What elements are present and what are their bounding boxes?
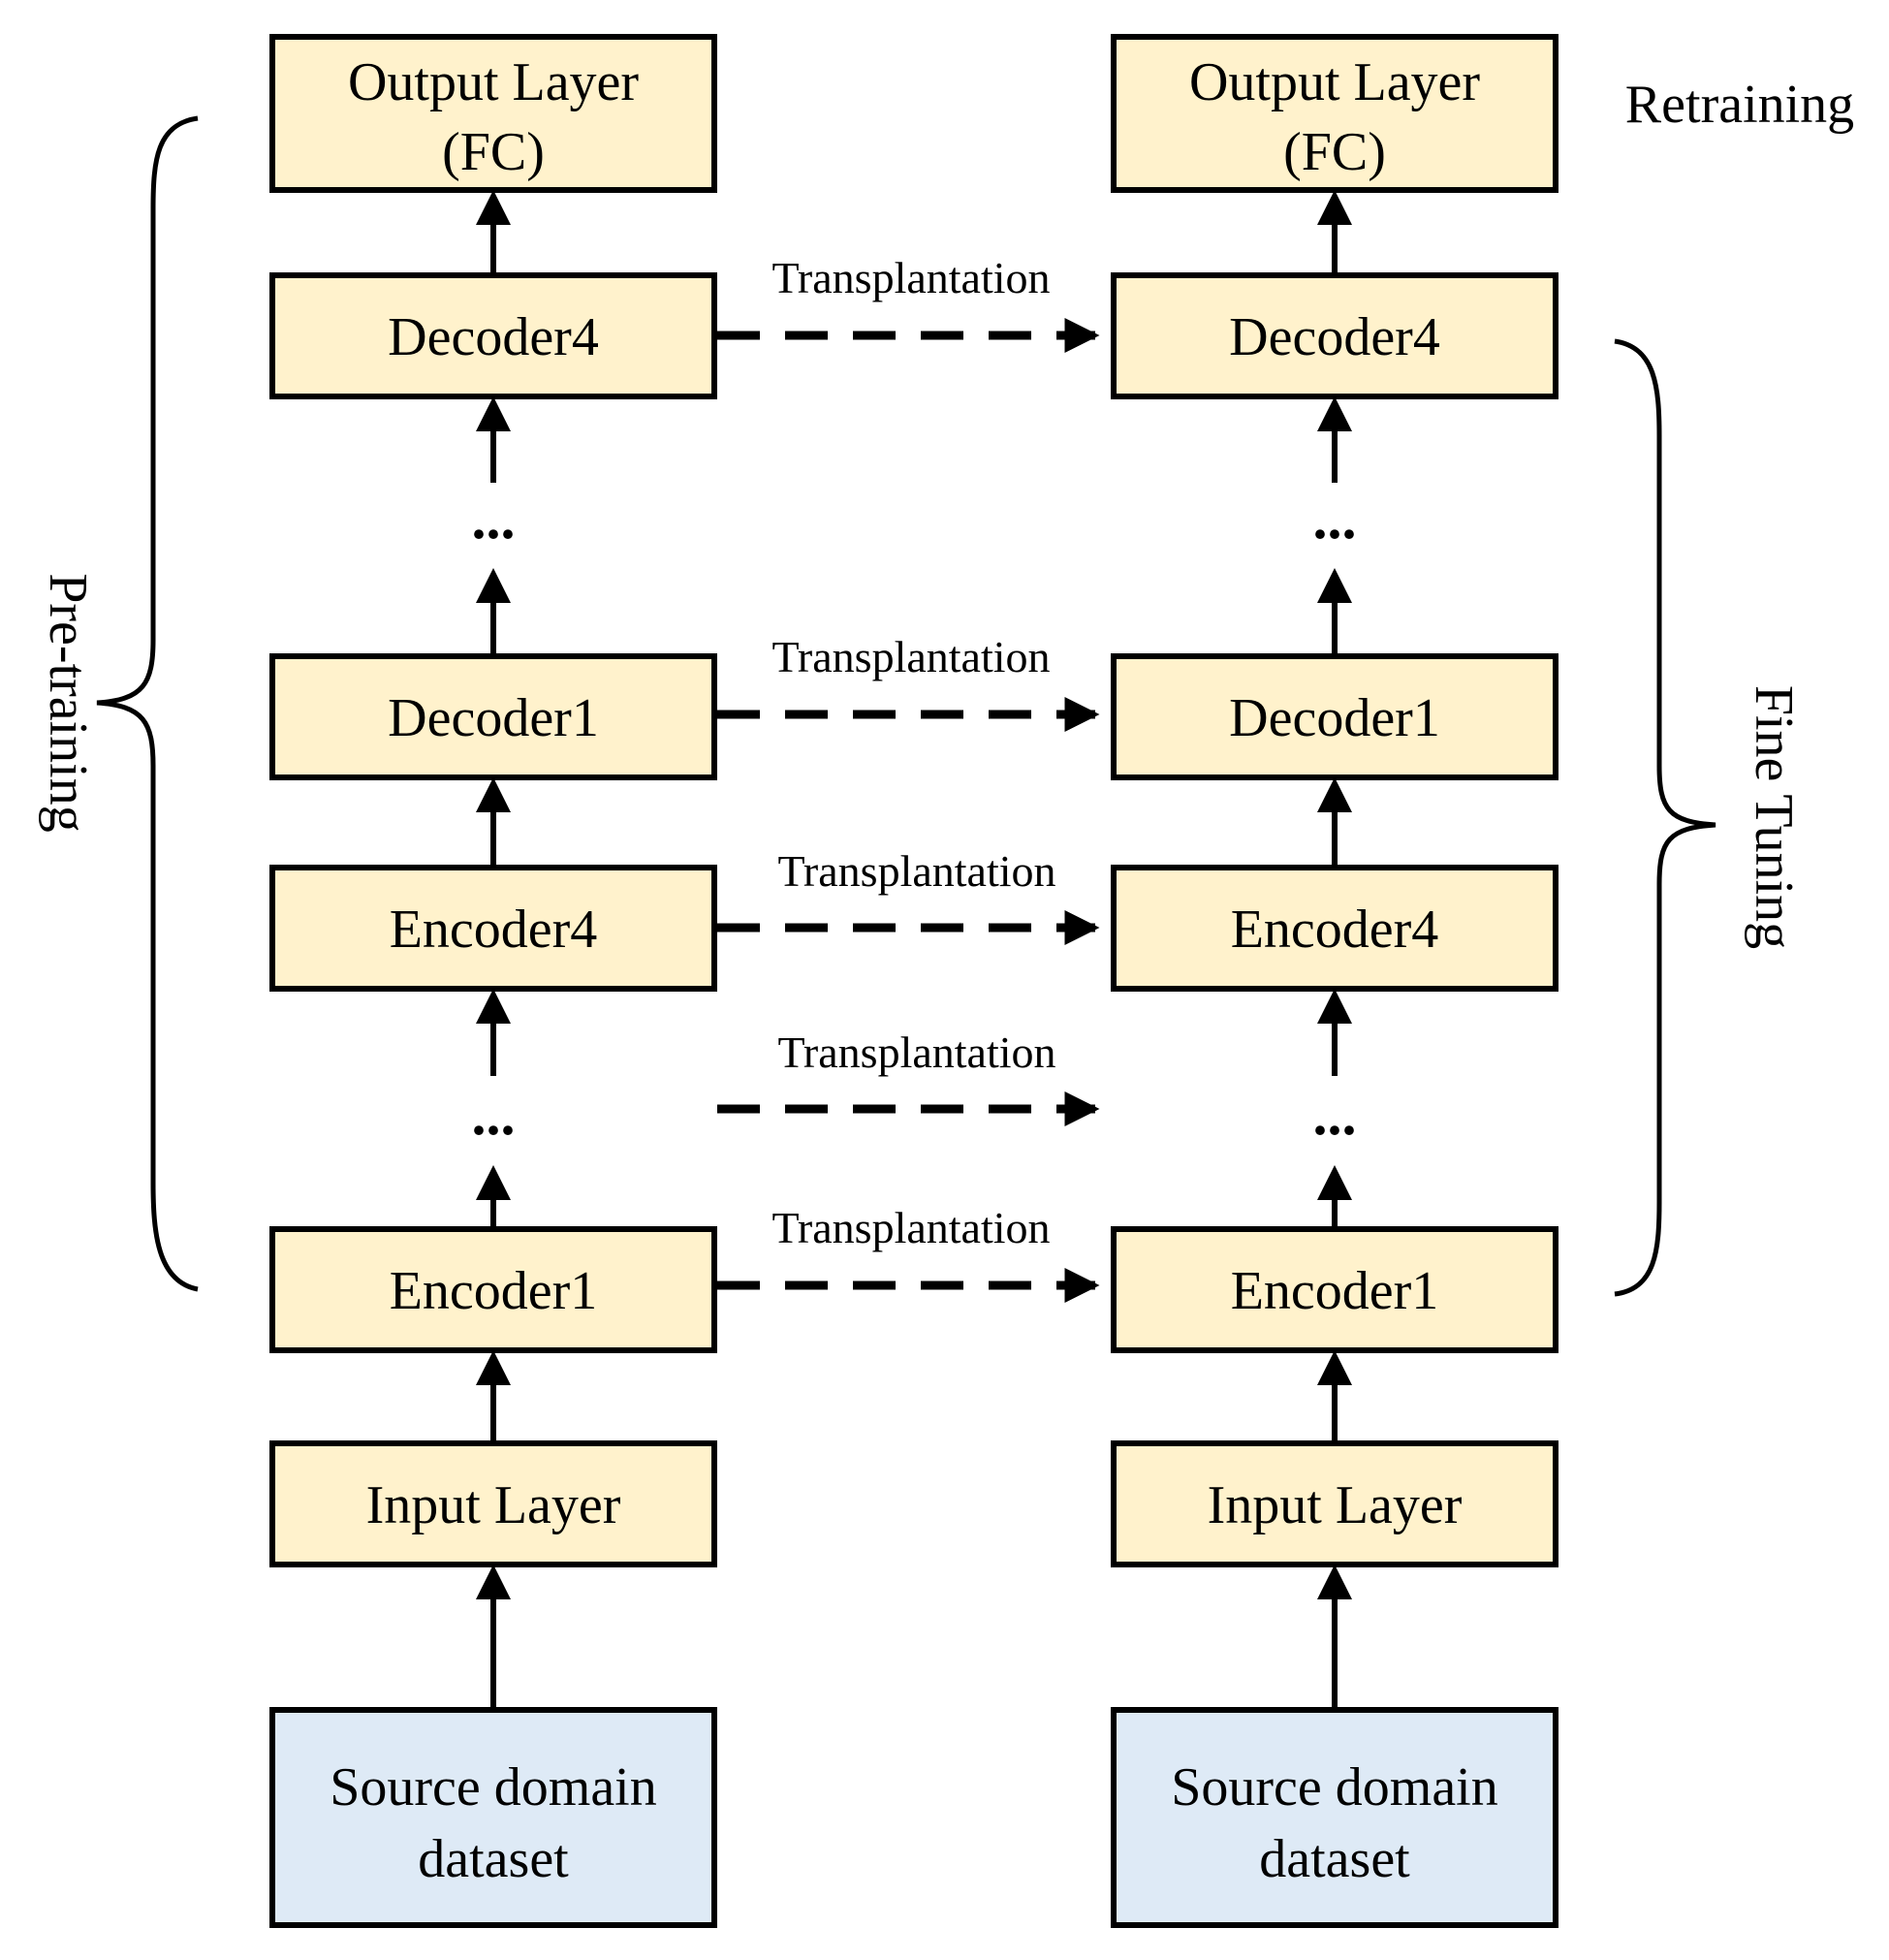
pretraining-brace — [96, 115, 199, 1292]
transplant-label-encoder1: Transplantation — [771, 1203, 1050, 1252]
transplant-label-encoder4: Transplantation — [777, 846, 1055, 896]
left-decoder1-box: Decoder1 — [269, 653, 717, 780]
left-encoder1-label: Encoder1 — [390, 1261, 598, 1321]
right-output-layer-label-line1: Output Layer — [1189, 52, 1480, 112]
right-output-layer-label-line2: (FC) — [1283, 122, 1386, 182]
right-input-layer-label: Input Layer — [1208, 1475, 1463, 1535]
left-decoder4-box: Decoder4 — [269, 272, 717, 399]
fine-tuning-label: Fine Tuning — [1744, 685, 1804, 949]
transplant-label-middle: Transplantation — [777, 1027, 1055, 1077]
right-upper-ellipsis: ... — [1313, 487, 1357, 551]
right-lower-ellipsis: ... — [1313, 1083, 1357, 1147]
right-dataset-label-line2: dataset — [1259, 1829, 1410, 1889]
left-upper-ellipsis: ... — [472, 487, 516, 551]
right-output-layer-box: Output Layer (FC) — [1111, 34, 1558, 193]
left-encoder1-box: Encoder1 — [269, 1226, 717, 1353]
right-decoder1-box: Decoder1 — [1111, 653, 1558, 780]
right-source-dataset-box: Source domain dataset — [1111, 1707, 1558, 1928]
transplant-label-decoder1: Transplantation — [771, 632, 1050, 681]
right-encoder4-label: Encoder4 — [1231, 900, 1439, 960]
transplant-label-decoder4: Transplantation — [771, 253, 1050, 302]
left-decoder1-label: Decoder1 — [388, 688, 599, 748]
pretraining-label: Pre-training — [38, 573, 98, 832]
right-input-layer-box: Input Layer — [1111, 1440, 1558, 1567]
right-encoder1-label: Encoder1 — [1231, 1261, 1439, 1321]
left-source-dataset-box: Source domain dataset — [269, 1707, 717, 1928]
left-input-layer-label: Input Layer — [366, 1475, 621, 1535]
left-output-layer-label-line1: Output Layer — [348, 52, 639, 112]
left-dataset-label-line2: dataset — [418, 1829, 569, 1889]
left-dataset-label-line1: Source domain — [330, 1757, 656, 1818]
right-dataset-label-line1: Source domain — [1171, 1757, 1497, 1818]
retraining-label: Retraining — [1625, 75, 1854, 135]
left-output-layer-box: Output Layer (FC) — [269, 34, 717, 193]
right-decoder4-label: Decoder4 — [1229, 307, 1440, 367]
right-decoder1-label: Decoder1 — [1229, 688, 1440, 748]
left-input-layer-box: Input Layer — [269, 1440, 717, 1567]
right-encoder1-box: Encoder1 — [1111, 1226, 1558, 1353]
left-lower-ellipsis: ... — [472, 1083, 516, 1147]
left-encoder4-box: Encoder4 — [269, 865, 717, 992]
right-encoder4-box: Encoder4 — [1111, 865, 1558, 992]
fine-tuning-brace — [1614, 338, 1716, 1297]
left-output-layer-label-line2: (FC) — [442, 122, 545, 182]
right-decoder4-box: Decoder4 — [1111, 272, 1558, 399]
left-decoder4-label: Decoder4 — [388, 307, 599, 367]
left-encoder4-label: Encoder4 — [390, 900, 598, 960]
